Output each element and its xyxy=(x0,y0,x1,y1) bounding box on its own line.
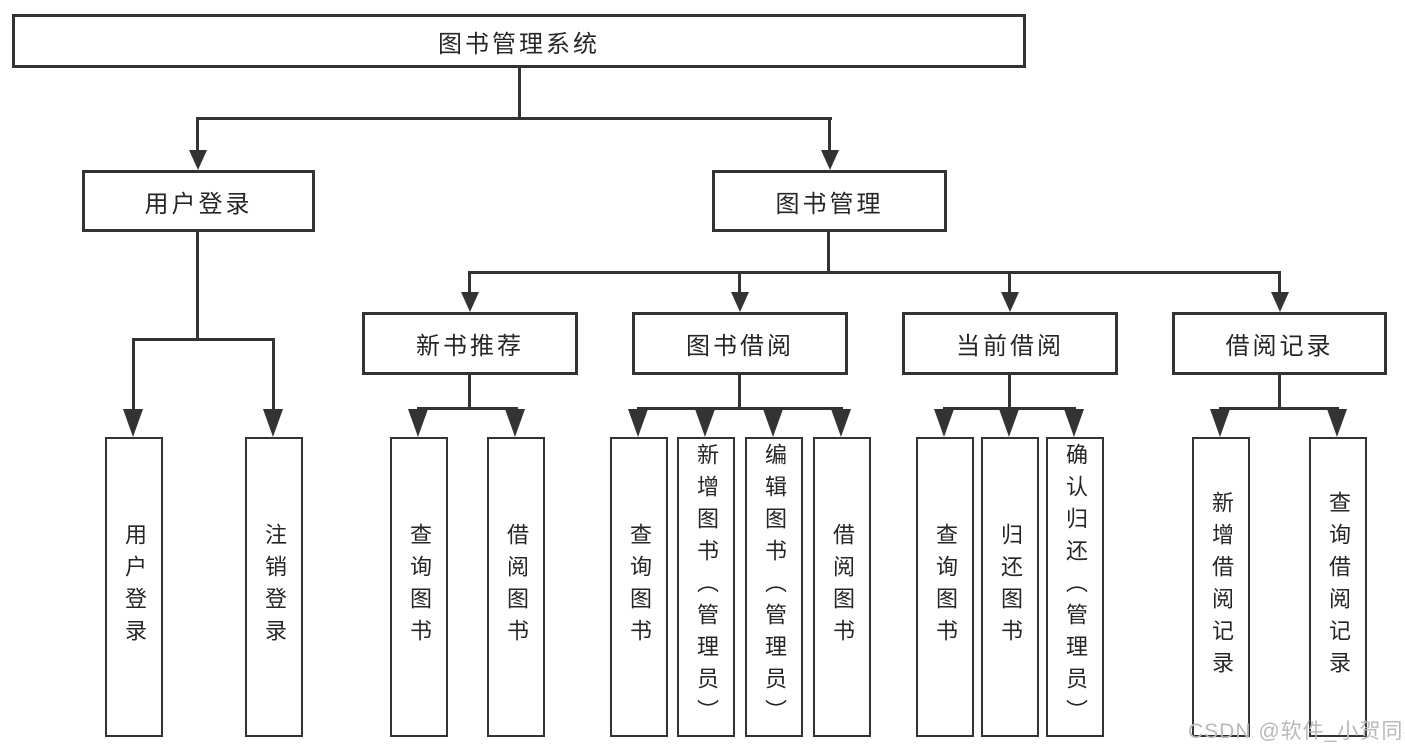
node-book-mgmt-label: 图书管理 xyxy=(775,190,884,218)
connector-user-login-group xyxy=(132,338,275,341)
leaf-user-login: 用户登录 xyxy=(105,437,163,737)
leaf-cb-query-book: 查询图书 xyxy=(916,437,974,737)
csdn-watermark: CSDN @软件_小贺同学 xyxy=(1188,720,1405,743)
leaf-cb-return-book: 归还图书 xyxy=(981,437,1039,737)
leaf-bb-edit-book-admin: 编辑图书（管理员） xyxy=(745,437,803,737)
arrowhead-down-icon xyxy=(1001,292,1019,312)
node-borrow-record: 借阅记录 xyxy=(1172,312,1387,375)
leaf-bb-query-book-label: 查询图书 xyxy=(627,523,652,651)
connector-current-borrow-group xyxy=(943,407,1076,410)
connector-level3 xyxy=(468,271,1281,274)
leaf-nbr-borrow-book: 借阅图书 xyxy=(487,437,545,737)
connector-to-current-borrow xyxy=(1008,271,1011,294)
connector-user-login-stub xyxy=(196,232,199,341)
arrowhead-down-icon xyxy=(934,409,954,437)
arrowhead-down-icon xyxy=(1327,409,1347,437)
arrowhead-down-icon xyxy=(731,292,749,312)
leaf-nbr-query-book: 查询图书 xyxy=(390,437,448,737)
leaf-cb-query-book-label: 查询图书 xyxy=(933,523,958,651)
node-borrow-record-label: 借阅记录 xyxy=(1225,333,1334,360)
connector-to-book-mgmt xyxy=(828,117,831,154)
connector-to-borrow-record xyxy=(1278,271,1281,294)
connector-new-book-stub xyxy=(468,375,471,410)
leaf-br-add-record-label: 新增借阅记录 xyxy=(1209,491,1234,683)
arrowhead-down-icon xyxy=(461,292,479,312)
leaf-bb-add-book-admin-label: 新增图书（管理员） xyxy=(694,443,719,731)
connector-root-stub xyxy=(518,68,521,120)
connector-book-borrow-group xyxy=(637,407,843,410)
connector-to-user-login xyxy=(196,117,199,154)
leaf-cb-confirm-return-admin: 确认归还（管理员） xyxy=(1046,437,1104,737)
arrowhead-down-icon xyxy=(263,409,283,437)
leaf-br-query-record: 查询借阅记录 xyxy=(1309,437,1367,737)
leaf-br-query-record-label: 查询借阅记录 xyxy=(1326,491,1351,683)
arrowhead-down-icon xyxy=(763,409,783,437)
node-new-book-rec: 新书推荐 xyxy=(362,312,578,375)
node-user-login: 用户登录 xyxy=(82,170,315,232)
arrowhead-down-icon xyxy=(628,409,648,437)
connector-to-leaf xyxy=(132,338,135,412)
connector-new-book-group xyxy=(417,407,518,410)
leaf-bb-borrow-book-label: 借阅图书 xyxy=(830,523,855,651)
node-user-login-label: 用户登录 xyxy=(144,190,253,218)
connector-to-leaf xyxy=(272,338,275,412)
arrowhead-down-icon xyxy=(695,409,715,437)
arrowhead-down-icon xyxy=(1210,409,1230,437)
leaf-bb-query-book: 查询图书 xyxy=(610,437,668,737)
connector-book-borrow-stub xyxy=(738,375,741,410)
leaf-nbr-borrow-book-label: 借阅图书 xyxy=(504,523,529,651)
arrowhead-down-icon xyxy=(189,150,207,170)
node-root-label: 图书管理系统 xyxy=(438,30,600,58)
node-current-borrow-label: 当前借阅 xyxy=(956,333,1064,360)
connector-current-borrow-stub xyxy=(1008,375,1011,410)
arrowhead-down-icon xyxy=(821,150,839,170)
leaf-user-login-label: 用户登录 xyxy=(122,523,147,651)
connector-borrow-record-stub xyxy=(1278,375,1281,410)
arrowhead-down-icon xyxy=(123,409,143,437)
arrowhead-down-icon xyxy=(831,409,851,437)
leaf-cb-return-book-label: 归还图书 xyxy=(998,523,1023,651)
leaf-cb-confirm-return-admin-label: 确认归还（管理员） xyxy=(1063,443,1088,731)
node-root: 图书管理系统 xyxy=(12,14,1026,68)
leaf-bb-edit-book-admin-label: 编辑图书（管理员） xyxy=(762,443,787,731)
connector-book-mgmt-stub xyxy=(827,232,830,274)
leaf-bb-add-book-admin: 新增图书（管理员） xyxy=(677,437,735,737)
arrowhead-down-icon xyxy=(505,409,525,437)
leaf-logout-label: 注销登录 xyxy=(262,523,287,651)
arrowhead-down-icon xyxy=(1271,292,1289,312)
node-book-mgmt: 图书管理 xyxy=(712,170,947,232)
node-book-borrow-label: 图书借阅 xyxy=(686,333,794,360)
arrowhead-down-icon xyxy=(408,409,428,437)
leaf-br-add-record: 新增借阅记录 xyxy=(1192,437,1250,737)
node-book-borrow: 图书借阅 xyxy=(632,312,848,375)
connector-to-new-book xyxy=(468,271,471,294)
leaf-logout: 注销登录 xyxy=(245,437,303,737)
arrowhead-down-icon xyxy=(999,409,1019,437)
node-current-borrow: 当前借阅 xyxy=(902,312,1118,375)
connector-borrow-record-group xyxy=(1219,407,1339,410)
connector-to-book-borrow xyxy=(738,271,741,294)
node-new-book-rec-label: 新书推荐 xyxy=(416,333,524,360)
leaf-nbr-query-book-label: 查询图书 xyxy=(407,523,432,651)
arrowhead-down-icon xyxy=(1064,409,1084,437)
connector-level2 xyxy=(196,117,832,120)
leaf-bb-borrow-book: 借阅图书 xyxy=(813,437,871,737)
